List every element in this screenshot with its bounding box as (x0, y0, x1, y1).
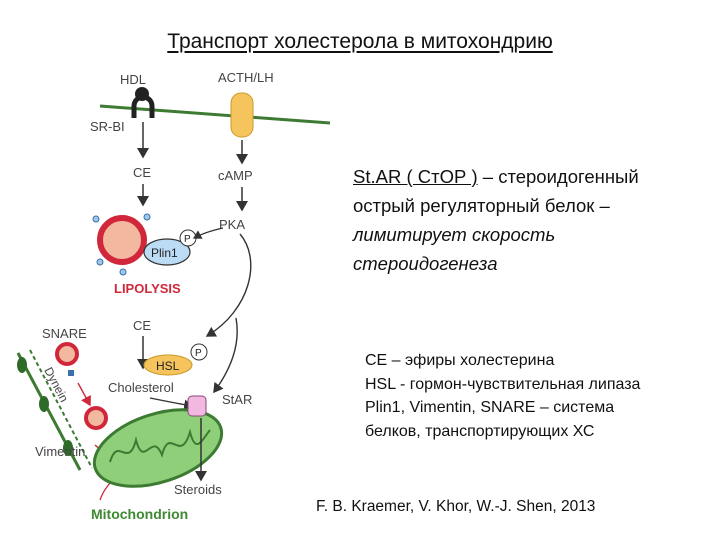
phospho-label-2: P (195, 348, 202, 359)
phospho-label-1: P (184, 234, 191, 245)
arrow-pka-star (213, 317, 238, 394)
star-definition: St.AR ( СтОР ) – стероидогенный острый р… (353, 162, 698, 278)
star-protein (187, 395, 207, 417)
star-label: StAR (222, 392, 252, 407)
phospho-badge-2 (190, 343, 208, 361)
srbi-receptor (131, 94, 155, 118)
arrow-pka-plin1 (192, 227, 224, 239)
star-line1-rest: – стероидогенный (477, 166, 639, 187)
title-text: Транспорт холестерола в митохондрию (167, 30, 553, 53)
arrow-pka-hsl (205, 233, 252, 337)
star-line2: острый регуляторный белок – (353, 195, 610, 216)
abbreviation-line: СЕ – эфиры холестерина (365, 352, 555, 369)
acth-receptor (230, 92, 254, 138)
lipid-droplet (92, 213, 151, 276)
abbreviation-line: HSL - гормон-чувствительная липаза (365, 375, 641, 393)
transport-vesicle (84, 406, 108, 430)
abbreviation-line: Plin1, Vimentin, SNARE – система (365, 399, 615, 416)
plin1-label: Plin1 (151, 246, 178, 260)
steroids-label: Steroids (174, 482, 222, 497)
hdl-label: HDL (120, 72, 146, 87)
lipolysis-label: LIPOLYSIS (114, 281, 181, 296)
vimentin-label: Vimentin (35, 444, 85, 459)
slide-title: Транспорт холестерола в митохондрию (0, 30, 720, 54)
srbi-label: SR-BI (90, 119, 125, 134)
ce-label-mid: CE (133, 318, 151, 333)
mitochondrion-organelle (92, 408, 224, 488)
abbreviation-line: белков, транспортирующих ХС (365, 422, 595, 440)
cell-membrane (99, 104, 331, 125)
arrow-cholesterol-star (149, 397, 194, 410)
acth-label: ACTH/LH (218, 70, 274, 85)
pka-label: PKA (219, 217, 245, 232)
hsl-enzyme (143, 354, 193, 376)
cholesterol-label: Cholesterol (108, 380, 174, 395)
abbreviations-list: СЕ – эфиры холестерина HSL - гормон-чувс… (365, 349, 705, 443)
arrow-vesicle-down (77, 382, 91, 407)
microtubule-track (16, 349, 93, 471)
camp-label: cAMP (218, 168, 253, 183)
snare-vesicle (55, 342, 79, 376)
ce-label-top: CE (133, 165, 151, 180)
hsl-label: HSL (156, 359, 180, 373)
citation: F. B. Kraemer, V. Khor, W.-J. Shen, 2013 (316, 498, 596, 515)
star-line4: стероидогенеза (353, 253, 498, 274)
star-term: St.AR ( СтОР ) (353, 166, 478, 187)
snare-label: SNARE (42, 326, 87, 341)
star-line3: лимитирует скорость (353, 224, 556, 245)
plin1-protein (143, 238, 191, 266)
mitochondrion-label: Mitochondrion (91, 506, 188, 522)
